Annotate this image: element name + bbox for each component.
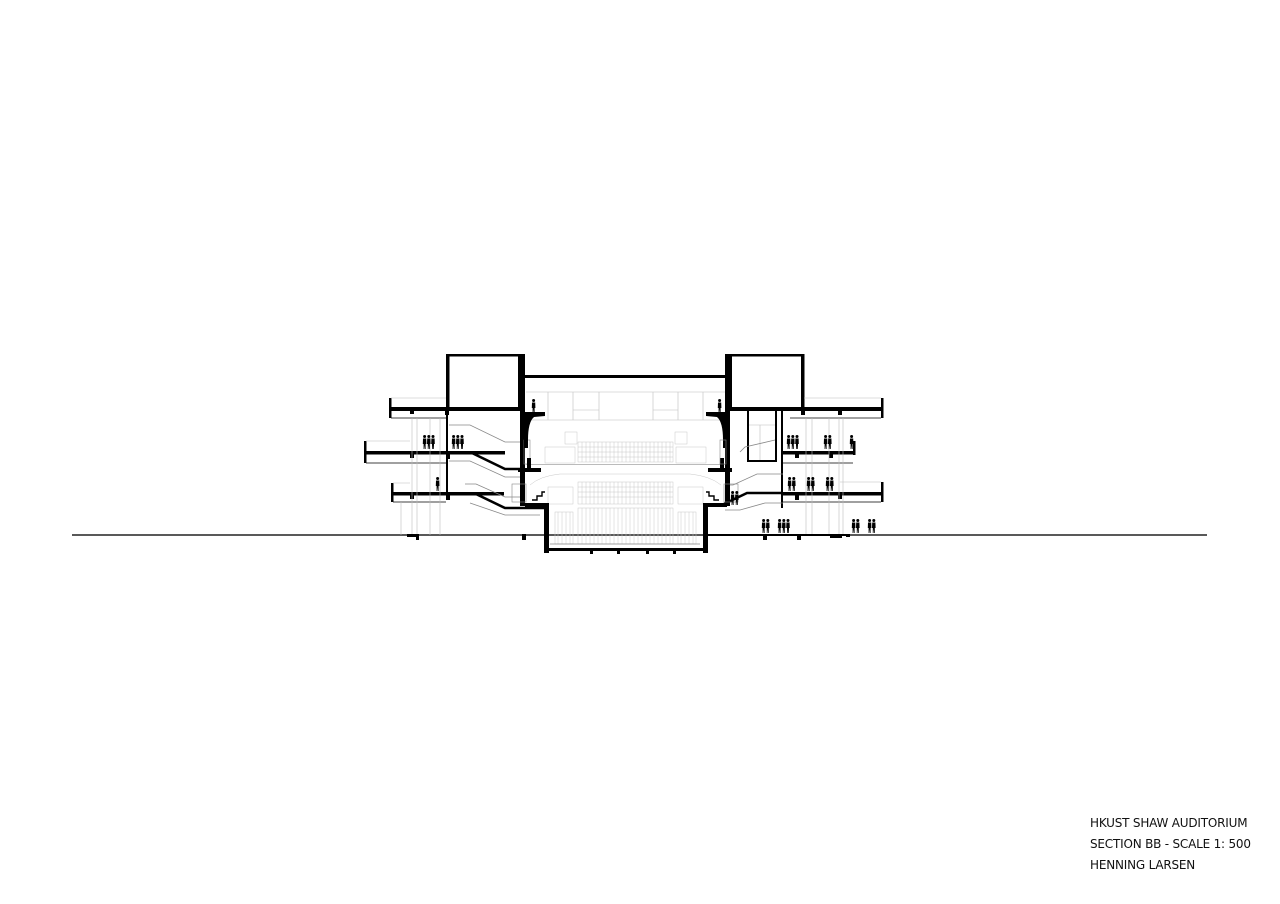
person-figure: [786, 435, 791, 449]
person-figure: [787, 477, 792, 491]
person-figure: [735, 491, 739, 505]
person-figure: [766, 519, 770, 533]
person-figure: [856, 519, 860, 533]
person-figure: [730, 491, 735, 505]
auditorium: [524, 375, 727, 554]
person-figure: [456, 435, 460, 449]
drawing-title: SECTION BB - SCALE 1: 500: [1090, 837, 1251, 851]
project-title: HKUST SHAW AUDITORIUM: [1090, 816, 1248, 830]
person-figure: [717, 399, 722, 413]
architect-name: HENNING LARSEN: [1090, 858, 1196, 872]
person-figure: [786, 519, 790, 533]
person-figure: [811, 477, 815, 491]
person-figure: [872, 519, 876, 533]
main-balcony-seating: [529, 473, 722, 505]
title-block: HKUST SHAW AUDITORIUM SECTION BB - SCALE…: [1090, 813, 1251, 876]
person-figure: [849, 435, 854, 449]
left-wing: [364, 354, 545, 540]
person-figure: [867, 519, 872, 533]
person-figure: [427, 435, 431, 449]
stalls-seating: [550, 507, 700, 545]
person-figure: [851, 519, 856, 533]
right-wing: [707, 354, 884, 540]
person-figure: [792, 477, 796, 491]
person-figure: [830, 477, 834, 491]
person-figure: [828, 435, 832, 449]
person-figure: [431, 435, 435, 449]
person-figure: [825, 477, 830, 491]
person-figure: [761, 519, 766, 533]
person-figure: [777, 519, 782, 533]
person-figure: [422, 435, 427, 449]
person-figure: [531, 399, 536, 413]
upper-balcony-seating: [544, 431, 707, 464]
person-figure: [791, 435, 795, 449]
person-figure: [460, 435, 464, 449]
person-figure: [823, 435, 828, 449]
person-figure: [782, 519, 786, 533]
person-figure: [435, 477, 440, 491]
person-figure: [806, 477, 811, 491]
person-figure: [451, 435, 456, 449]
person-figure: [795, 435, 799, 449]
people-figures: [422, 399, 876, 533]
